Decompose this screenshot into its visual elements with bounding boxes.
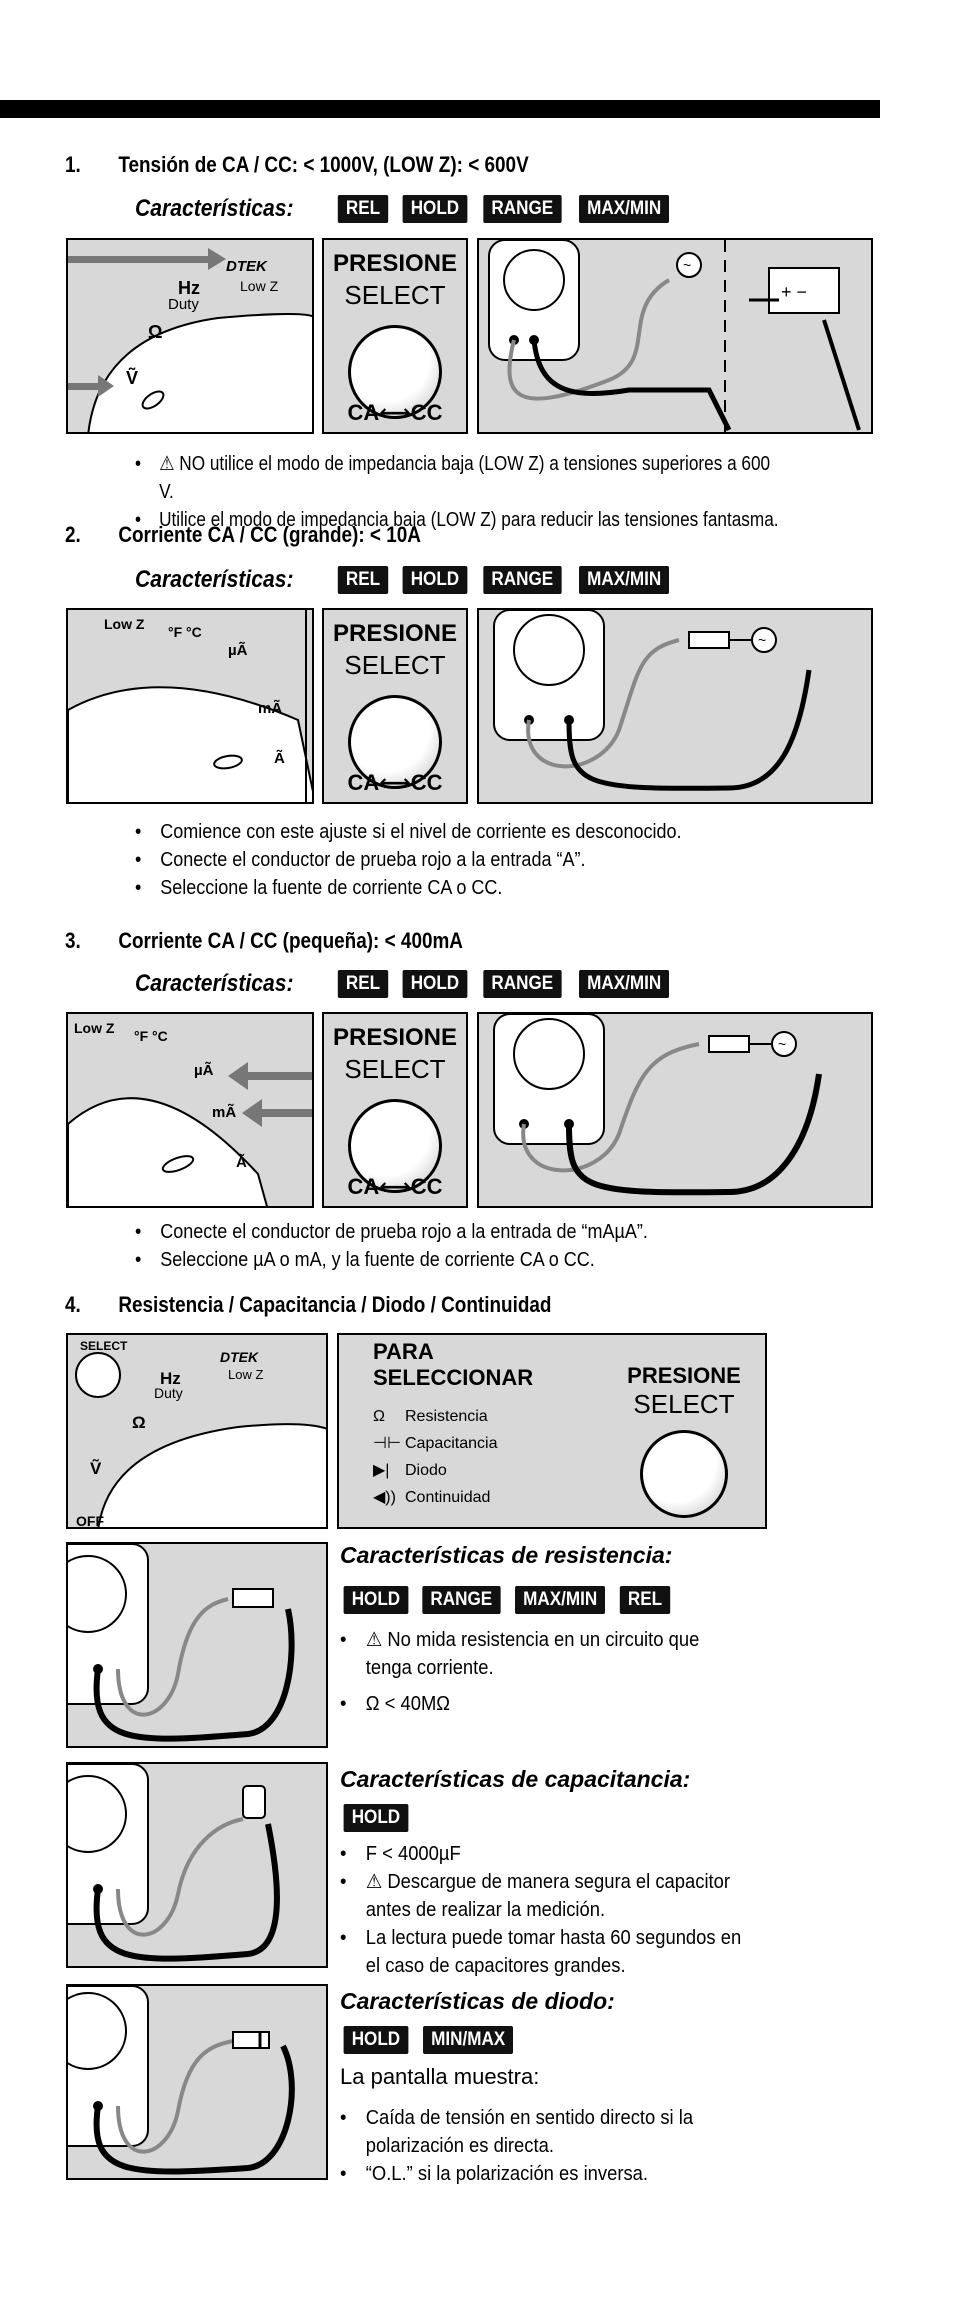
select-button-icon — [75, 1352, 121, 1398]
dial-panel-3: Low Z °F °C µÃ mÃ Ã — [66, 1012, 314, 1208]
dial-panel-1: DTEK Hz Duty Low Z Ω Ṽ — [66, 238, 314, 434]
svg-text:+ −: + − — [781, 282, 807, 302]
capacitance-tags: HOLD — [340, 1804, 412, 1832]
diode-diagram — [66, 1984, 328, 2180]
section-3-features: Características: REL HOLD RANGE MAX/MIN — [135, 970, 674, 998]
header-rule — [0, 100, 880, 118]
tag-maxmin: MAX/MIN — [578, 195, 669, 223]
diode-notes: Caída de tensión en sentido directo si l… — [340, 2104, 780, 2188]
tag-rel: REL — [337, 195, 389, 223]
select-knob[interactable] — [348, 1099, 442, 1193]
tag-hold: HOLD — [402, 195, 468, 223]
ac-source-icon — [676, 252, 702, 278]
press-select-panel-3: PRESIONE SELECT CA⟷CC — [322, 1012, 468, 1208]
diode-icon — [232, 2031, 270, 2049]
select-option-continuidad: ◀))Continuidad — [373, 1489, 491, 1506]
select-option-diodo: ▶|Diodo — [373, 1462, 447, 1479]
resistor-icon — [232, 1588, 274, 1608]
press-select-panel-2: PRESIONE SELECT CA⟷CC — [322, 608, 468, 804]
svg-text:~: ~ — [683, 257, 691, 273]
resistance-diagram — [66, 1542, 328, 1748]
diode-tags: HOLD MIN/MAX — [340, 2026, 518, 2054]
battery-icon — [768, 267, 840, 314]
capacitor-icon — [242, 1785, 266, 1819]
section-2-title: 2.Corriente CA / CC (grande): < 10A — [65, 522, 421, 547]
arrow-icon — [68, 256, 208, 263]
svg-text:~: ~ — [758, 632, 766, 648]
section-3-notes: Conecte el conductor de prueba rojo a la… — [135, 1218, 895, 1274]
resistor-icon — [708, 1035, 750, 1053]
resistance-heading: Características de resistencia: — [340, 1542, 673, 1568]
resistance-notes: ⚠ No mida resistencia en un circuito que… — [340, 1626, 760, 1718]
svg-text:~: ~ — [778, 1036, 786, 1052]
resistance-tags: HOLD RANGE MAX/MIN REL — [340, 1586, 673, 1614]
capacitance-notes: F < 4000µF ⚠ Descargue de manera segura … — [340, 1840, 780, 1980]
brand-logo: DTEK — [226, 258, 267, 275]
select-knob[interactable] — [348, 695, 442, 789]
capacitance-heading: Características de capacitancia: — [340, 1766, 691, 1792]
select-option-capacitancia: ⊣⊢Capacitancia — [373, 1435, 498, 1452]
section-4-title: 4.Resistencia / Capacitancia / Diodo / C… — [65, 1292, 552, 1317]
dial-panel-4: SELECT DTEK Hz Duty Low Z Ω Ṽ OFF — [66, 1333, 328, 1529]
capacitance-diagram — [66, 1762, 328, 1968]
press-select-panel-1: PRESIONE SELECT CA⟷CC — [322, 238, 468, 434]
tag-range: RANGE — [483, 195, 562, 223]
section-2-notes: Comience con este ajuste si el nivel de … — [135, 818, 895, 902]
section-1-title: 1.Tensión de CA / CC: < 1000V, (LOW Z): … — [65, 152, 529, 177]
section-1-notes: ⚠ NO utilice el modo de impedancia baja … — [135, 450, 895, 534]
section-2-features: Características: REL HOLD RANGE MAX/MIN — [135, 566, 674, 594]
section-3-title: 3.Corriente CA / CC (pequeña): < 400mA — [65, 928, 463, 953]
dial-panel-2: Low Z °F °C µÃ mÃ Ã — [66, 608, 314, 804]
meter-diagram-2: ~ — [477, 608, 873, 804]
select-knob[interactable] — [640, 1430, 728, 1518]
select-knob[interactable] — [348, 325, 442, 419]
meter-diagram-1: ~ + − — [477, 238, 873, 434]
diode-heading: Características de diodo: — [340, 1988, 615, 2014]
meter-diagram-3: ~ — [477, 1012, 873, 1208]
resistor-icon — [688, 631, 730, 649]
section-1-features: Características: REL HOLD RANGE MAX/MIN — [135, 195, 674, 223]
diode-display-text: La pantalla muestra: — [340, 2064, 540, 2089]
